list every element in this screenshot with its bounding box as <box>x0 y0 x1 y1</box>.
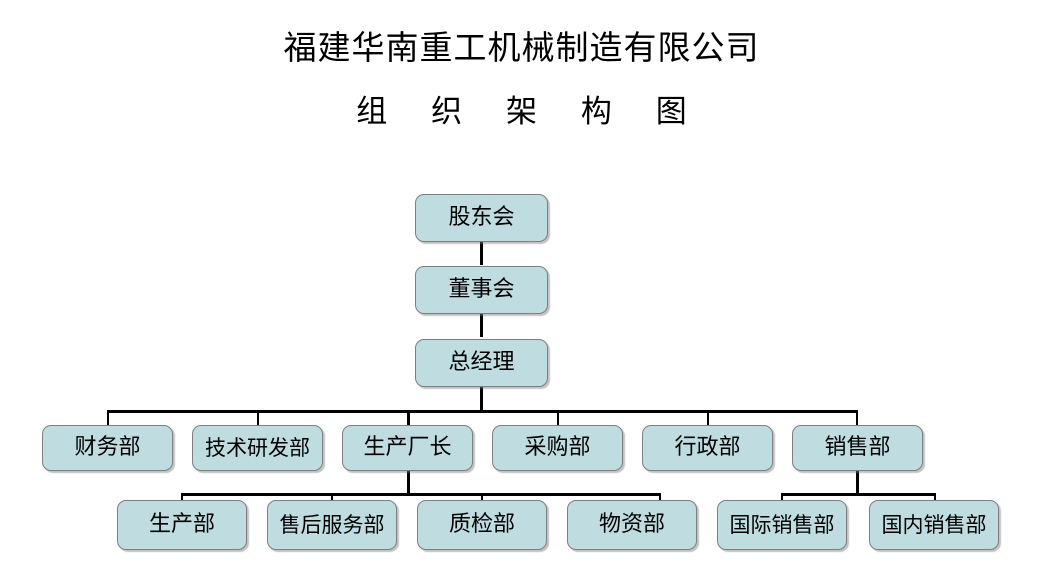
org-node-shareholders[interactable]: 股东会 <box>415 194 548 242</box>
connector-sales-stem <box>856 470 859 495</box>
connector-bus-level4 <box>107 410 858 413</box>
connector-drop-sales <box>856 410 858 426</box>
connector-production-director-stem <box>407 470 410 495</box>
company-title: 福建华南重工机械制造有限公司 <box>283 28 760 67</box>
org-node-label: 国内销售部 <box>881 512 987 537</box>
org-node-label: 总经理 <box>448 350 515 375</box>
org-node-production[interactable]: 生产部 <box>117 500 247 550</box>
connector-bus-production <box>181 493 661 496</box>
org-node-label: 董事会 <box>448 277 515 302</box>
org-node-label: 售后服务部 <box>279 512 385 537</box>
org-node-label: 销售部 <box>824 435 891 460</box>
org-node-materials[interactable]: 物资部 <box>567 500 697 550</box>
org-node-purchasing[interactable]: 采购部 <box>492 425 623 471</box>
connector-drop-production-director <box>407 410 410 426</box>
org-node-sales[interactable]: 销售部 <box>792 425 923 471</box>
org-node-administration[interactable]: 行政部 <box>642 425 773 471</box>
org-node-label: 质检部 <box>448 512 515 537</box>
connector-bus-sales <box>781 493 936 496</box>
org-node-label: 物资部 <box>598 512 665 537</box>
connector-drop-purchasing <box>557 410 559 426</box>
org-node-label: 生产部 <box>148 512 215 537</box>
org-node-label: 生产厂长 <box>363 435 452 460</box>
org-node-label: 国际销售部 <box>729 512 835 537</box>
org-node-label: 技术研发部 <box>205 435 310 460</box>
org-node-domestic-sales[interactable]: 国内销售部 <box>869 500 999 550</box>
org-node-production-director[interactable]: 生产厂长 <box>342 425 473 471</box>
org-node-label: 行政部 <box>674 435 741 460</box>
connector-board-gm <box>480 314 483 337</box>
org-node-label: 采购部 <box>524 435 591 460</box>
connector-drop-finance <box>107 410 109 426</box>
chart-subtitle: 组 织 架 构 图 <box>356 94 704 130</box>
connector-drop-rnd <box>257 410 259 426</box>
org-node-general-manager[interactable]: 总经理 <box>415 339 548 387</box>
org-node-international-sales[interactable]: 国际销售部 <box>717 500 847 550</box>
connector-shareholders-board <box>480 242 483 265</box>
org-node-board[interactable]: 董事会 <box>415 266 548 314</box>
org-node-quality-inspection[interactable]: 质检部 <box>417 500 547 550</box>
org-node-finance[interactable]: 财务部 <box>42 425 173 471</box>
org-node-rnd[interactable]: 技术研发部 <box>192 425 323 471</box>
org-node-label: 财务部 <box>74 435 141 460</box>
org-node-after-sales-service[interactable]: 售后服务部 <box>267 500 397 550</box>
connector-drop-administration <box>707 410 709 426</box>
connector-gm-trunk <box>480 387 483 412</box>
org-node-label: 股东会 <box>448 205 515 230</box>
